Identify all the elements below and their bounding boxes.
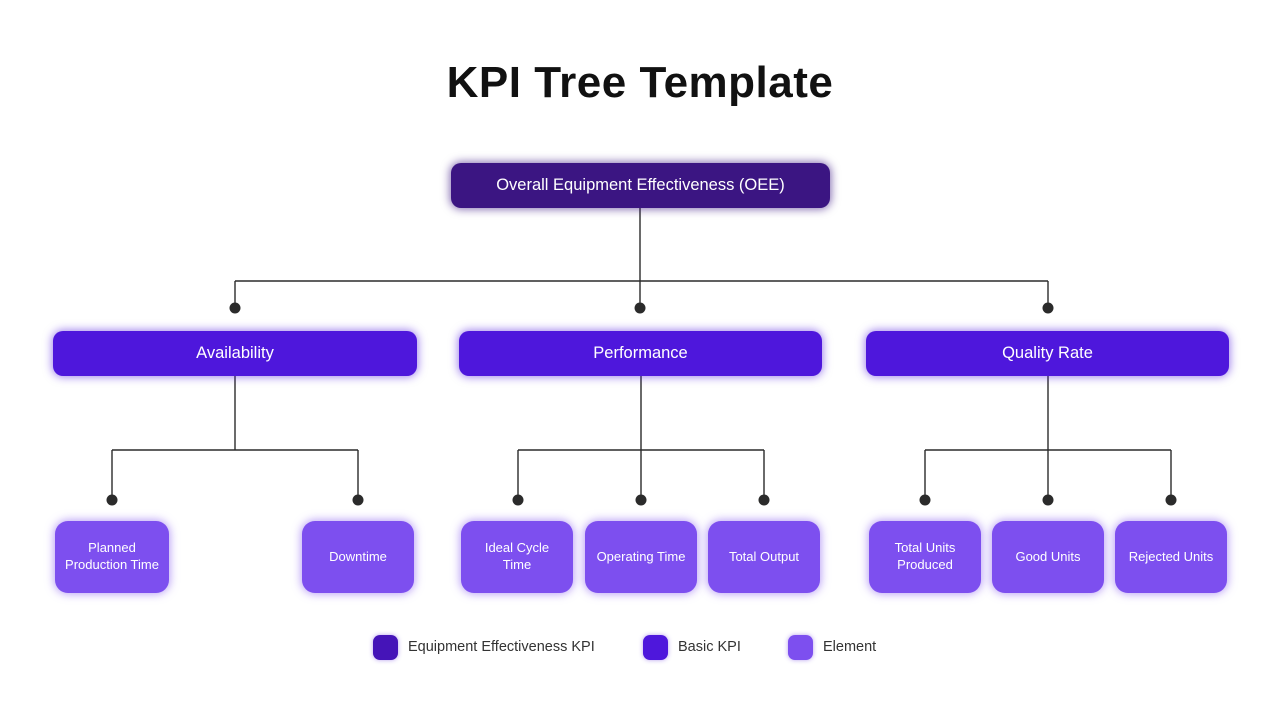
connector-dot (758, 494, 770, 506)
connector-dot (919, 494, 931, 506)
node-downtime: Downtime (302, 521, 414, 593)
node-total-units-produced: Total Units Produced (869, 521, 981, 593)
legend-item-element: Element (788, 634, 876, 660)
connector-dot (1042, 302, 1054, 314)
legend-swatch-equipment-effectiveness (373, 634, 398, 660)
legend-item-equipment-effectiveness-kpi: Equipment Effectiveness KPI (373, 634, 595, 660)
node-good-units: Good Units (992, 521, 1104, 593)
connector-dot (635, 494, 647, 506)
legend-item-basic-kpi: Basic KPI (643, 634, 741, 660)
connector-dot (229, 302, 241, 314)
legend: Equipment Effectiveness KPI Basic KPI El… (0, 634, 1280, 660)
legend-swatch-element (788, 634, 813, 660)
connector-dot (1042, 494, 1054, 506)
node-availability: Availability (53, 331, 417, 376)
connector-dot (512, 494, 524, 506)
node-rejected-units: Rejected Units (1115, 521, 1227, 593)
node-ideal-cycle-time: Ideal Cycle Time (461, 521, 573, 593)
node-total-output: Total Output (708, 521, 820, 593)
node-oee-root: Overall Equipment Effectiveness (OEE) (451, 163, 830, 208)
connector-dot (634, 302, 646, 314)
legend-swatch-basic-kpi (643, 634, 668, 660)
node-performance: Performance (459, 331, 822, 376)
page-title: KPI Tree Template (446, 58, 834, 107)
connector-dot (106, 494, 118, 506)
legend-label: Element (823, 639, 877, 655)
legend-label: Basic KPI (678, 639, 741, 655)
connector-dot (1165, 494, 1177, 506)
connector-dot (352, 494, 364, 506)
node-quality-rate: Quality Rate (866, 331, 1229, 376)
node-operating-time: Operating Time (585, 521, 697, 593)
node-planned-production-time: Planned Production Time (55, 521, 169, 593)
legend-label: Equipment Effectiveness KPI (408, 639, 595, 655)
